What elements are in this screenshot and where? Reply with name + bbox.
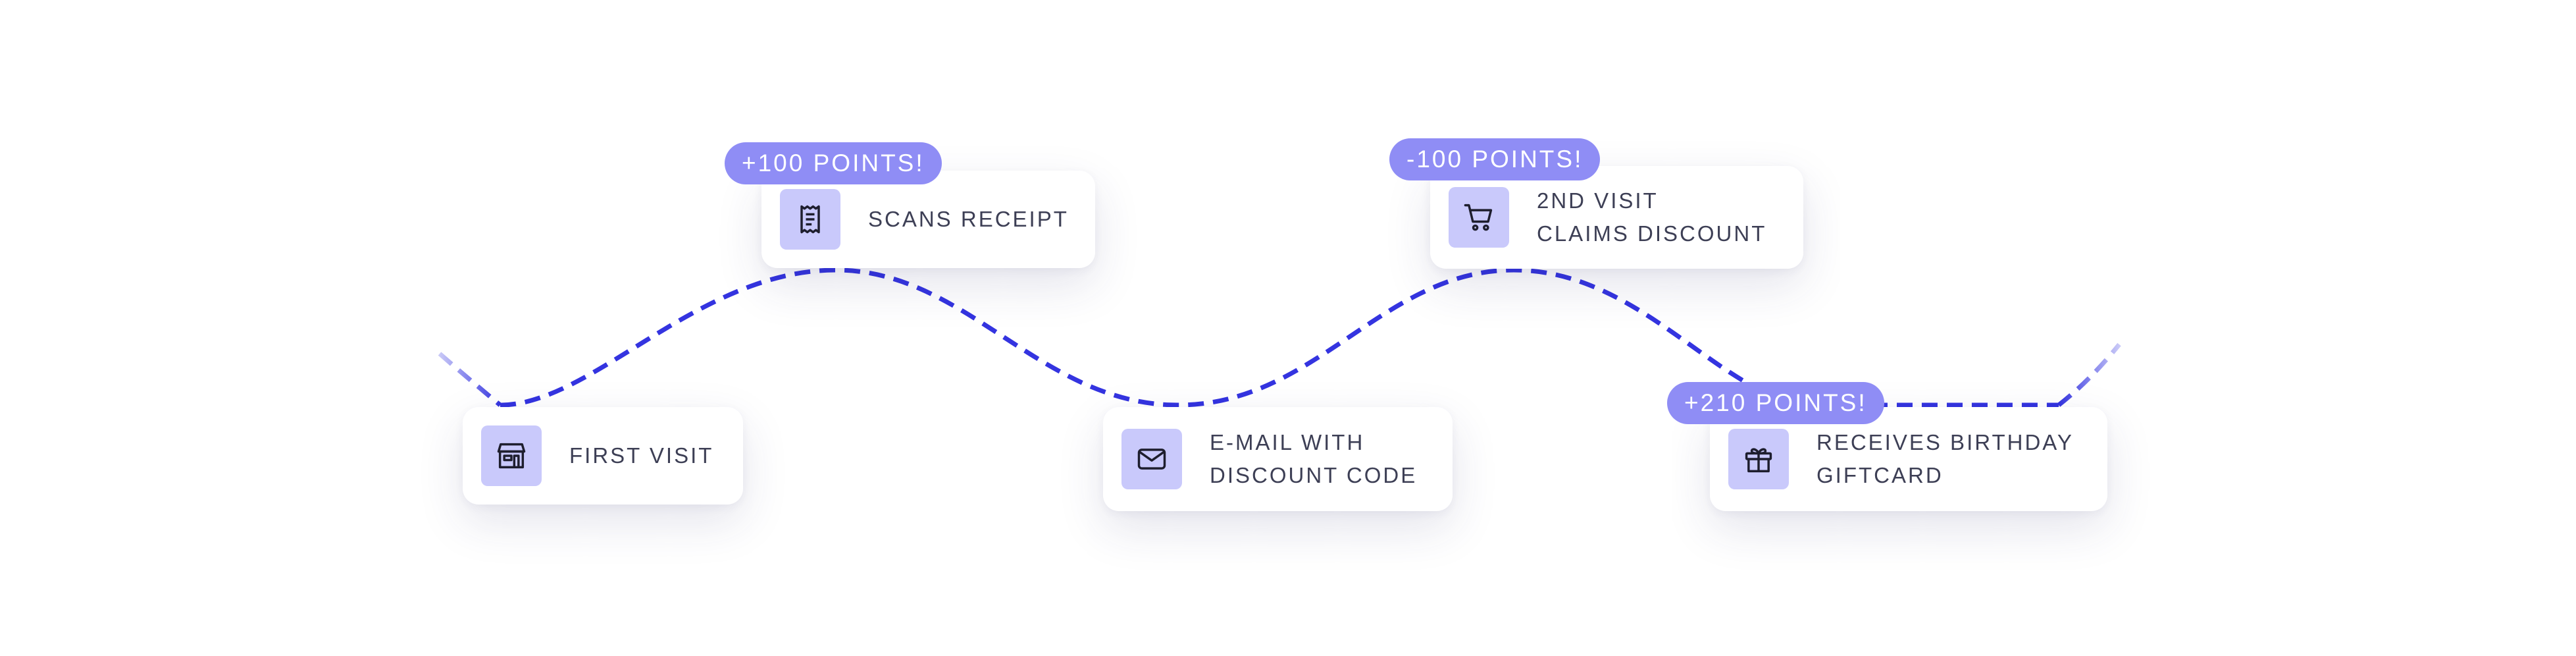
store-icon (481, 425, 542, 486)
step-label: RECEIVES BIRTHDAY GIFTCARD (1816, 426, 2074, 492)
step-label-line: FIRST VISIT (569, 443, 714, 468)
step-label: E-MAIL WITH DISCOUNT CODE (1210, 426, 1417, 492)
step-label: FIRST VISIT (569, 439, 713, 472)
step-label-line: DISCOUNT CODE (1210, 463, 1418, 487)
path-main (500, 267, 2059, 408)
cart-icon (1449, 187, 1509, 248)
step-card-second-visit: 2ND VISIT CLAIMS DISCOUNT (1430, 166, 1803, 269)
points-badge: +210 POINTS! (1667, 382, 1884, 424)
step-label-line: E-MAIL WITH (1210, 430, 1365, 454)
step-label-line: SCANS RECEIPT (868, 207, 1069, 231)
receipt-icon (780, 189, 840, 250)
step-card-first-visit: FIRST VISIT (463, 407, 743, 505)
step-label: 2ND VISIT CLAIMS DISCOUNT (1537, 184, 1766, 250)
step-card-birthday-giftcard: RECEIVES BIRTHDAY GIFTCARD (1710, 407, 2107, 511)
path-lead-out (2057, 342, 2121, 407)
points-badge: +100 POINTS! (725, 142, 942, 184)
step-label-line: 2ND VISIT (1537, 188, 1659, 213)
step-card-email-discount: E-MAIL WITH DISCOUNT CODE (1103, 407, 1453, 511)
step-label-line: RECEIVES BIRTHDAY (1816, 430, 2074, 454)
points-badge: -100 POINTS! (1389, 138, 1601, 180)
step-card-scans-receipt: SCANS RECEIPT (761, 171, 1095, 268)
step-label: SCANS RECEIPT (868, 203, 1069, 236)
step-label-line: CLAIMS DISCOUNT (1537, 221, 1767, 246)
step-label-line: GIFTCARD (1816, 463, 1944, 487)
gift-icon (1728, 429, 1789, 489)
path-lead-in (438, 352, 502, 407)
envelope-icon (1121, 429, 1182, 489)
